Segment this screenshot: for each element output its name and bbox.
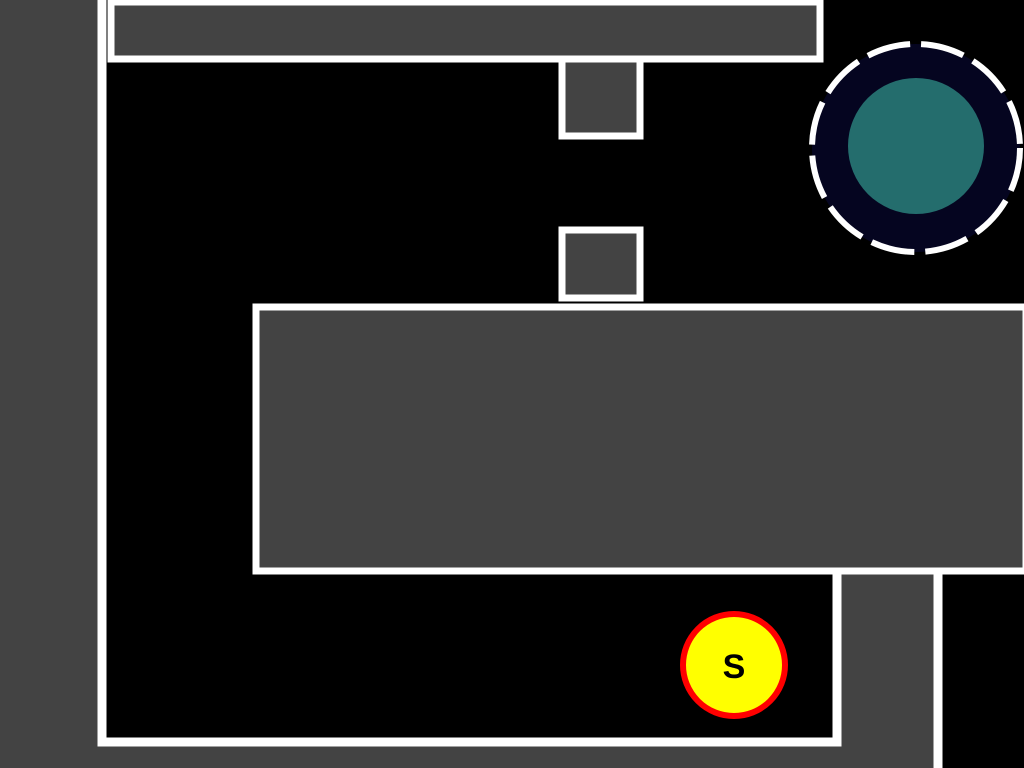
wall-top-bar	[107, 0, 824, 63]
wall-block-upper	[558, 55, 644, 140]
wall-left-column	[0, 0, 102, 768]
wall-center-block	[252, 303, 1024, 575]
wall-right-notch	[837, 570, 938, 768]
goal-portal-icon	[809, 41, 1023, 255]
goal-portal-core	[848, 78, 984, 214]
player-token[interactable]	[680, 611, 788, 719]
player-token-icon[interactable]: S	[680, 611, 788, 719]
wall-block-lower	[558, 226, 644, 302]
player-label: S	[723, 648, 746, 686]
wall-inner-border	[97, 0, 842, 747]
